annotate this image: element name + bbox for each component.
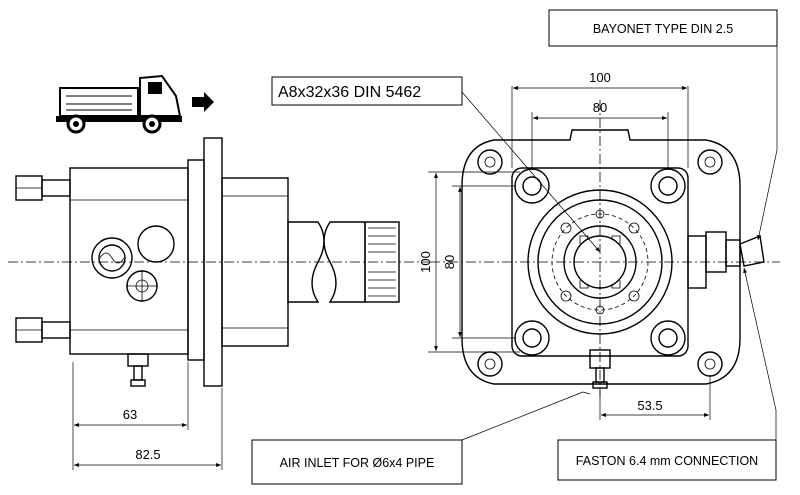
leader-lines — [461, 46, 778, 441]
callout-faston-text: FASTON 6.4 mm CONNECTION — [576, 454, 758, 468]
dimension-63: 63 — [123, 407, 137, 422]
dimension-height-100: 100 — [418, 251, 433, 273]
side-view — [8, 137, 430, 470]
callout-bayonet-text: BAYONET TYPE DIN 2.5 — [593, 22, 733, 36]
dump-truck-icon — [56, 74, 182, 134]
callout-spline-text: A8x32x36 DIN 5462 — [278, 84, 421, 101]
callout-faston: FASTON 6.4 mm CONNECTION — [557, 439, 777, 481]
arrow-right-icon — [192, 92, 214, 112]
callout-air-inlet: AIR INLET FOR Ø6x4 PIPE — [251, 439, 463, 485]
dimension-width-100: 100 — [589, 70, 611, 85]
dimension-82-5: 82.5 — [135, 447, 160, 462]
callout-air-inlet-text: AIR INLET FOR Ø6x4 PIPE — [280, 456, 435, 470]
front-view — [428, 86, 780, 420]
callout-spline: A8x32x36 DIN 5462 — [271, 76, 463, 106]
dimension-height-80: 80 — [442, 255, 457, 269]
callout-bayonet: BAYONET TYPE DIN 2.5 — [548, 9, 778, 47]
dimension-53-5: 53.5 — [637, 398, 662, 413]
dimension-width-80: 80 — [593, 100, 607, 115]
